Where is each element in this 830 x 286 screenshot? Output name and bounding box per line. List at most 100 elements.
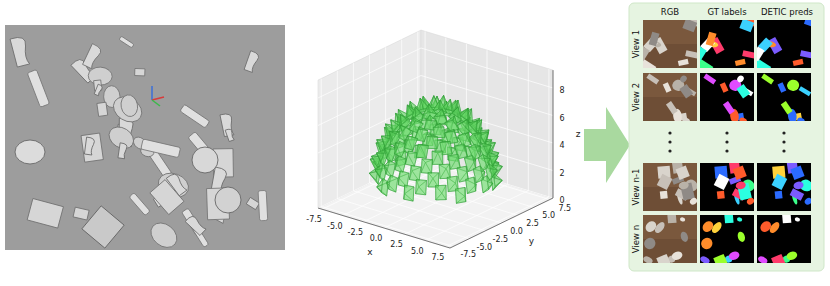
x-axis xyxy=(318,208,450,248)
frustum-base xyxy=(386,161,396,178)
object-mask xyxy=(793,181,805,191)
box-object xyxy=(73,207,89,220)
frustum-base xyxy=(448,154,460,169)
object-mask xyxy=(728,250,741,261)
long-object xyxy=(180,104,210,128)
frustum-base xyxy=(395,156,406,172)
ring-object xyxy=(215,187,241,213)
camera-frustum xyxy=(428,173,439,187)
box-object xyxy=(135,69,145,76)
figure-object xyxy=(79,135,99,158)
tick-label: 2.5 xyxy=(526,220,539,228)
axis-label: y xyxy=(529,237,534,246)
grid-line xyxy=(370,55,502,223)
ellipsis-dot xyxy=(668,131,671,134)
scene-object xyxy=(135,69,145,76)
camera-frustum xyxy=(395,142,407,157)
object-mask xyxy=(736,84,750,98)
gizmo-y xyxy=(152,100,160,106)
object-mask xyxy=(642,236,658,252)
frustum-base xyxy=(405,151,417,166)
object-mask xyxy=(679,74,688,83)
object-mask xyxy=(680,217,686,222)
mask-ground xyxy=(700,73,754,121)
object-mask xyxy=(699,236,715,252)
frustum-base xyxy=(405,136,418,150)
scene-object xyxy=(212,110,242,140)
camera-frustum xyxy=(405,151,417,166)
object-mask xyxy=(679,84,693,98)
object-mask xyxy=(742,50,758,59)
object-mask xyxy=(778,82,787,93)
object-mask xyxy=(649,32,660,47)
scene-object xyxy=(93,84,103,96)
detic-pred-view xyxy=(751,18,816,76)
scene-object xyxy=(119,93,139,118)
figure-object xyxy=(81,43,102,69)
grid-line xyxy=(318,103,553,153)
row-label: View n xyxy=(632,225,641,253)
object-mask xyxy=(678,181,690,191)
gt-label-view xyxy=(694,18,759,76)
grid-line xyxy=(318,48,553,98)
grid-line xyxy=(446,69,549,247)
frustum-base xyxy=(416,144,428,158)
scene-object xyxy=(81,43,102,69)
detic-pred-view xyxy=(757,73,811,124)
object-mask xyxy=(733,165,747,179)
frustum-base xyxy=(436,185,447,200)
tick-label: 5.0 xyxy=(411,248,424,256)
object-mask xyxy=(803,196,813,205)
object-mask xyxy=(723,101,735,114)
camera-frustum xyxy=(377,179,388,196)
grid-line xyxy=(318,76,553,126)
dial-object xyxy=(192,147,218,173)
gt-label-view xyxy=(700,160,757,211)
long-object xyxy=(141,139,181,158)
frustum-base xyxy=(389,175,398,192)
scene-object xyxy=(27,199,63,229)
round-object xyxy=(146,218,182,253)
frustum-base xyxy=(404,185,414,201)
frustum-base xyxy=(428,173,439,187)
scene-object xyxy=(27,70,49,108)
object-mask xyxy=(646,74,659,85)
object-mask xyxy=(667,208,677,224)
frustum-base xyxy=(432,151,443,164)
grid-line xyxy=(425,63,528,241)
camera-frustum xyxy=(416,144,428,158)
tick-label: 7.5 xyxy=(558,205,571,213)
column-header: RGB xyxy=(661,8,679,17)
lamp-object xyxy=(15,140,45,164)
object-mask xyxy=(694,46,707,61)
mask-ground xyxy=(757,73,811,121)
round-object xyxy=(119,93,139,118)
axis-label: z xyxy=(576,130,581,139)
mask-ground xyxy=(757,20,811,68)
object-mask xyxy=(710,220,724,234)
flow-arrow xyxy=(584,107,630,183)
object-mask xyxy=(679,231,689,243)
object-mask xyxy=(761,74,774,85)
camera-frustum xyxy=(384,161,396,178)
object-mask xyxy=(660,191,668,199)
rgb-view xyxy=(642,208,697,271)
object-mask xyxy=(735,59,746,66)
ellipsis-dot xyxy=(725,131,728,134)
gizmo-x xyxy=(152,97,164,100)
camera-frustum xyxy=(445,116,459,132)
camera-frustum xyxy=(436,185,447,200)
axis-label: x xyxy=(367,248,372,257)
floor-texture xyxy=(643,163,697,211)
scene-object xyxy=(73,207,89,220)
scene-object xyxy=(113,141,131,161)
frustum-base xyxy=(381,179,388,196)
tick-label: -5.0 xyxy=(476,244,492,252)
camera-plot xyxy=(318,30,553,248)
object-mask xyxy=(666,101,678,114)
object-mask xyxy=(771,254,787,271)
scene-object xyxy=(129,193,150,216)
object-mask xyxy=(663,82,672,93)
object-mask xyxy=(735,181,747,191)
